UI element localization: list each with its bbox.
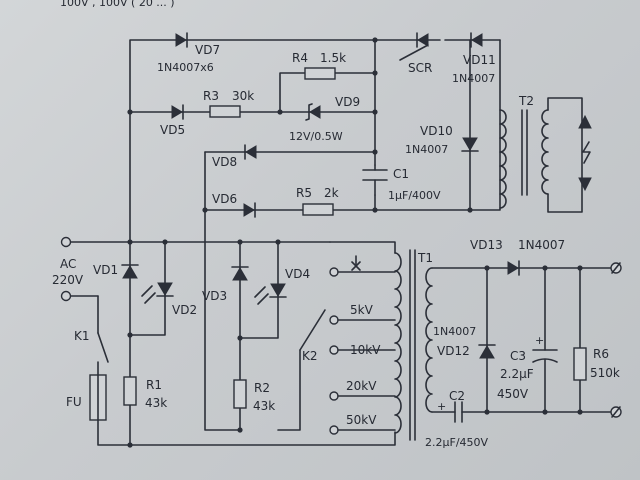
r6-resistor [573,347,587,381]
vd9-value: 12V/0.5W [289,130,343,143]
vd1-diode [121,264,139,279]
r2-label: R2 [254,381,270,395]
vd5-label: VD5 [160,123,185,137]
k1-label: K1 [74,329,90,343]
r3-value: 30k [232,89,254,103]
vd2-label: VD2 [172,303,197,317]
vd3-label: VD3 [202,289,227,303]
r1-label: R1 [146,378,162,392]
vd9-label: VD9 [335,95,360,109]
upper-wiring [129,39,501,431]
arrow-down-icon [578,177,592,192]
c1-capacitor [362,169,388,181]
vd3-diode [231,266,249,281]
t2-label: T2 [518,94,534,108]
vd7-part: 1N4007x6 [157,61,214,74]
fu-label: FU [66,395,82,409]
vd11-label: VD11 [463,53,496,67]
vd12-label: VD12 [437,344,470,358]
c2-capacitor: + [437,400,463,423]
vd4-label: VD4 [285,267,310,281]
t1-label: T1 [417,251,433,265]
vd6-label: VD6 [212,192,237,206]
header-text: 100V , 100V ( 20 ... ) [60,0,175,9]
vd11-part: 1N4007 [452,72,495,85]
c3-capacitor: + [532,334,558,363]
svg-text:+: + [535,334,544,347]
vd8-diode [244,144,257,160]
vd9-zener [305,103,321,121]
r3-label: R3 [203,89,219,103]
vd6-diode [243,202,256,218]
vd10-part: 1N4007 [405,143,448,156]
vd13-label: VD13 [470,238,503,252]
vd7-label: VD7 [195,43,220,57]
lightning-icon [582,141,591,164]
vd12-diode [478,344,496,359]
tap-50kv: 50kV [346,413,377,427]
svg-text:+: + [437,400,446,413]
spark-gap-icon [351,255,361,271]
r4-value: 1.5k [320,51,346,65]
r2-resistor [233,379,247,409]
t1-transformer [394,249,433,441]
vd10-diode [461,137,479,152]
vd11-diode [470,32,483,48]
vd12-part: 1N4007 [433,325,476,338]
c3-value: 2.2μF [500,367,534,381]
ac-terminal-2 [60,290,72,302]
ac-label: AC [60,257,76,271]
vd10-label: VD10 [420,124,453,138]
scr-thyristor [399,32,429,61]
r2-value: 43k [253,399,275,413]
vd13-part: 1N4007 [518,238,565,252]
lower-wiring [69,241,396,446]
vd4-led [254,283,287,305]
r3-resistor [209,105,241,118]
r5-resistor [302,203,334,216]
vd7-diode [175,32,188,48]
upper-junctions [127,37,473,213]
scr-label: SCR [408,61,432,75]
k2-label: K2 [302,349,318,363]
r6-label: R6 [593,347,609,361]
tap-5kv: 5kV [350,303,374,317]
vd1-label: VD1 [93,263,118,277]
c3-label: C3 [510,349,526,363]
c2-label: C2 [449,389,465,403]
ac-value: 220V [52,273,84,287]
t2-transformer [499,97,583,213]
arrow-up-icon [578,114,592,129]
r4-label: R4 [292,51,308,65]
k1-switch [97,332,109,363]
lower-junctions [127,239,583,448]
output-terminals [610,262,622,418]
tap-terminals [329,267,396,435]
ac-terminal-1 [60,236,72,248]
tap-10kv: 10kV [350,343,381,357]
vd5-diode [171,104,184,120]
c1-value: 1μF/400V [388,189,441,202]
r5-value: 2k [324,186,339,200]
c1-label: C1 [393,167,409,181]
r1-resistor [123,376,137,406]
c3-voltage: 450V [497,387,529,401]
vd13-diode [507,260,520,276]
r1-value: 43k [145,396,167,410]
r4-resistor [304,67,336,80]
r5-label: R5 [296,186,312,200]
c2-value: 2.2μF/450V [425,436,489,449]
tap-20kv: 20kV [346,379,377,393]
r6-value: 510k [590,366,620,380]
vd2-led [141,282,174,304]
vd8-label: VD8 [212,155,237,169]
